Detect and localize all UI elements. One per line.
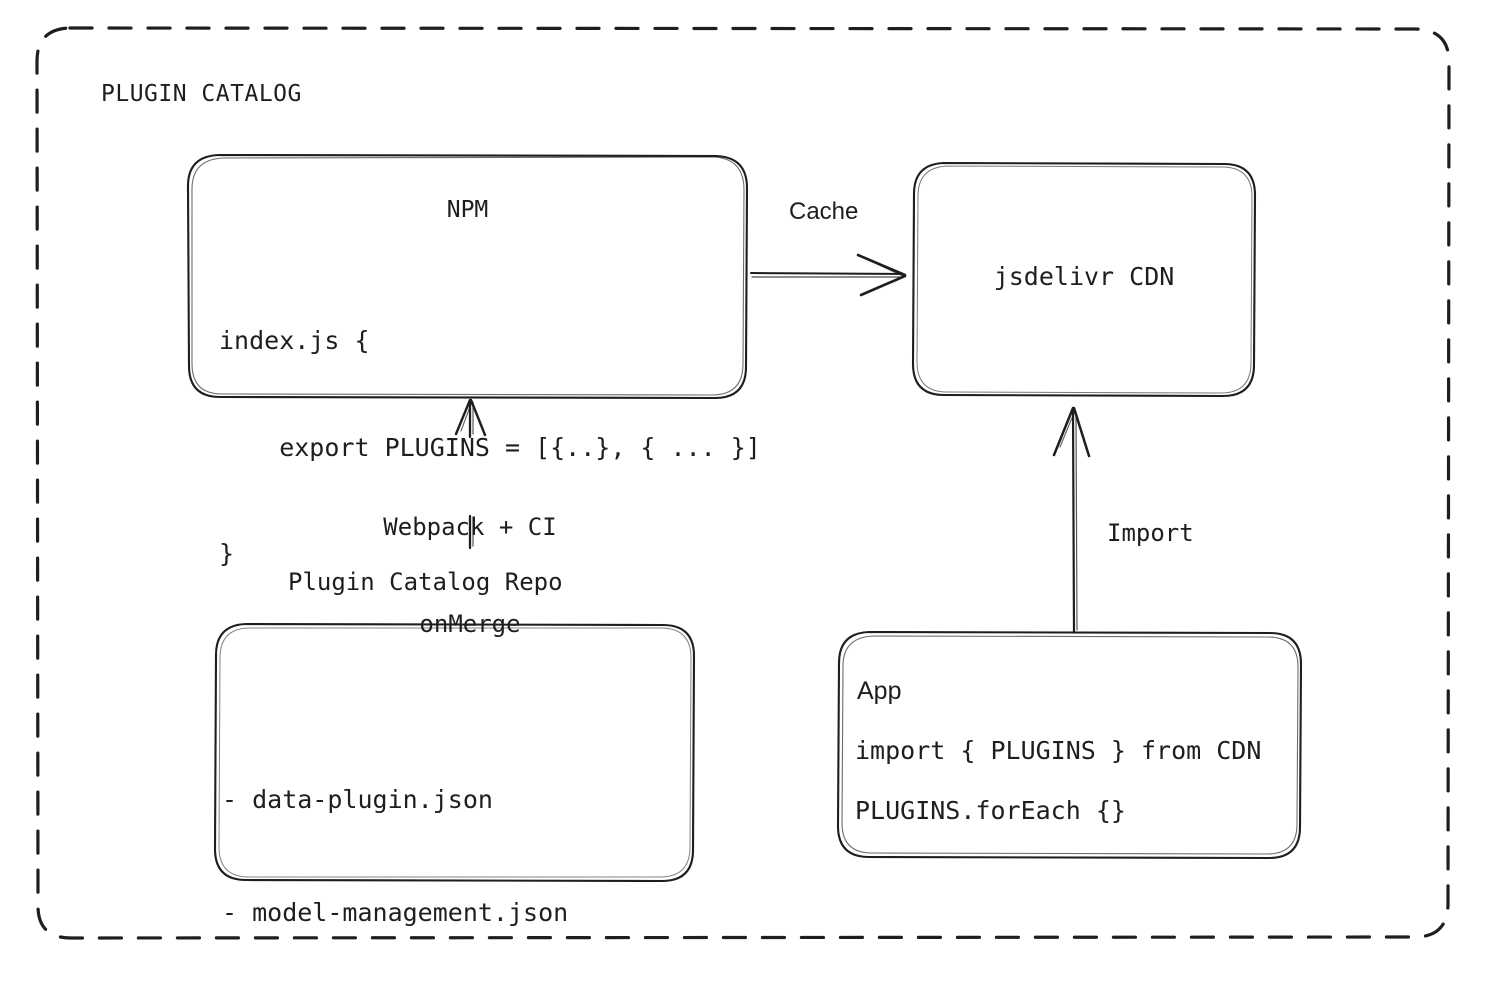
repo-file-item: - data-plugin.json — [222, 785, 493, 814]
app-box-shape — [836, 630, 1303, 860]
npm-code-block: index.js { export PLUGINS = [{..}, { ...… — [219, 252, 761, 643]
edge-npm-to-cdn — [750, 253, 907, 297]
npm-code-line-3: } — [219, 539, 235, 568]
repo-file-list: - data-plugin.json - model-management.js… — [222, 706, 568, 1002]
edge-label-webpack-ci-line2: onMerge — [419, 609, 521, 638]
repo-node-caption: Plugin Catalog Repo — [288, 568, 563, 596]
edge-label-import: Import — [1107, 519, 1194, 547]
frame-border — [35, 26, 1451, 940]
app-code-line-foreach: PLUGINS.forEach {} — [855, 796, 1126, 825]
npm-box-shape — [186, 153, 749, 400]
npm-code-line-2: export PLUGINS = [{..}, { ... }] — [219, 432, 761, 462]
edge-label-cache: Cache — [789, 198, 859, 225]
repo-file-item: - model-management.json — [222, 897, 569, 927]
npm-node-title: NPM — [446, 197, 489, 223]
npm-code-line-1: index.js { — [219, 326, 370, 355]
app-node-title: App — [857, 677, 902, 705]
repo-box-shape — [213, 622, 696, 883]
frame-title: PLUGIN CATALOG — [101, 81, 302, 107]
app-code-line-import: import { PLUGINS } from CDN — [855, 736, 1262, 765]
edge-label-webpack-ci: Webpack + CI onMerge — [375, 446, 565, 705]
edge-label-webpack-ci-line1: Webpack + CI — [383, 512, 557, 541]
edge-repo-to-npm — [454, 398, 487, 550]
cdn-box-shape — [911, 161, 1257, 398]
cdn-node-title: jsdelivr CDN — [993, 262, 1175, 291]
edge-app-to-cdn — [1052, 406, 1091, 634]
